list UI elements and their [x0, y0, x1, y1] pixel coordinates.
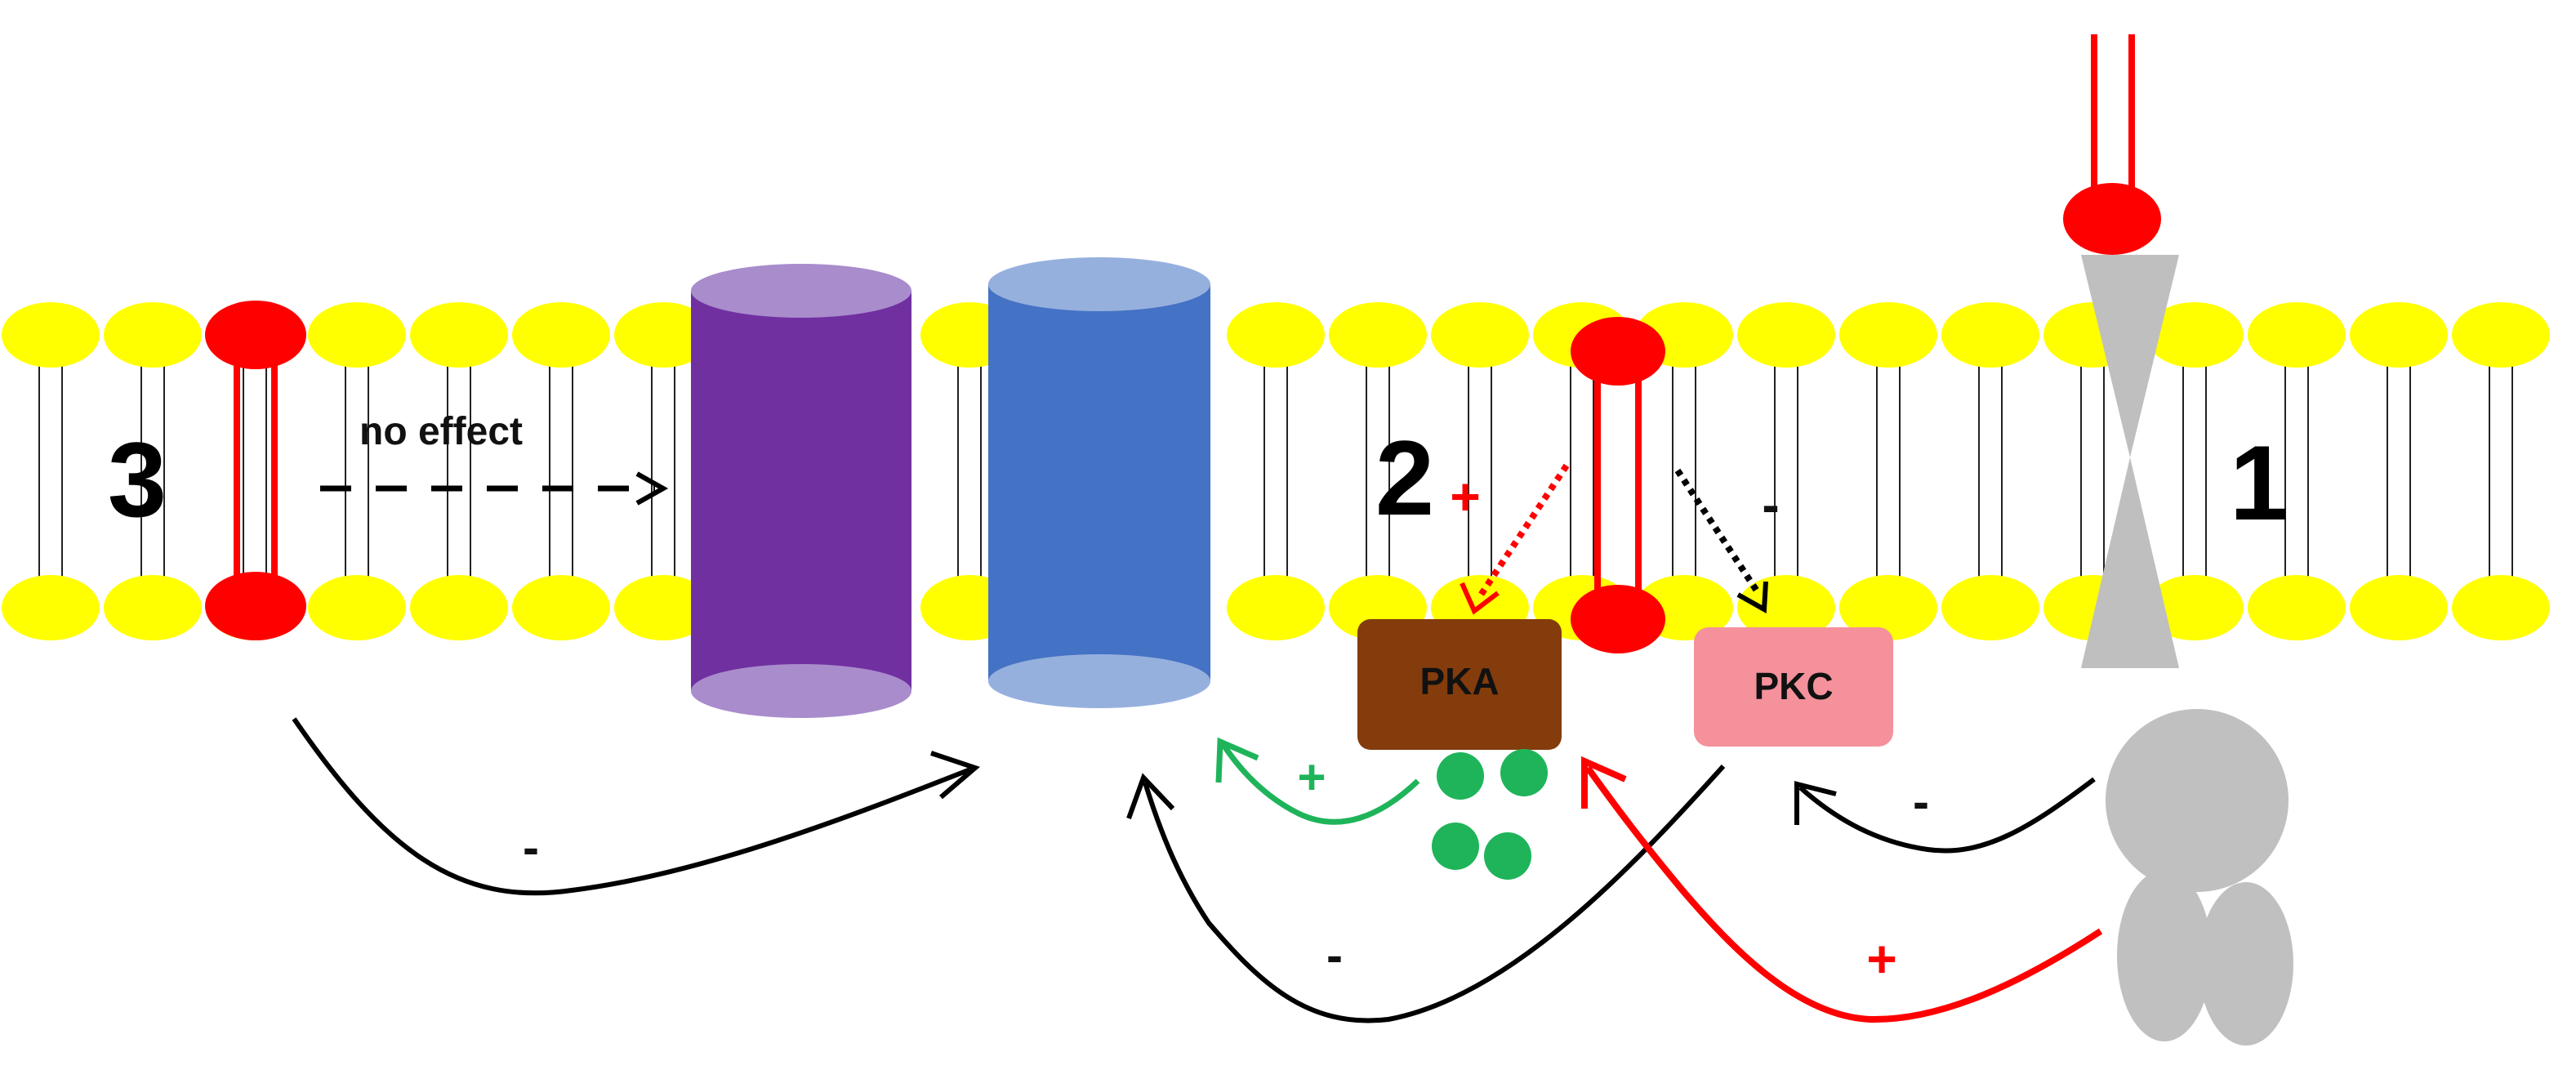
- lipid-head: [410, 575, 508, 640]
- no-effect-label: no effect: [359, 410, 523, 453]
- minus-dotted-label: -: [1762, 475, 1779, 534]
- camp-dots-icon: [1432, 749, 1548, 880]
- lipid-head: [2350, 575, 2448, 640]
- lipid-head: [2248, 302, 2346, 368]
- lipid-head: [614, 575, 712, 640]
- pkc-label: PKC: [1754, 665, 1833, 707]
- plus-dotted-label: +: [1450, 467, 1480, 526]
- lipid-head: [1941, 575, 2039, 640]
- lipid-head: [1839, 302, 1937, 368]
- lipid-head: [410, 302, 508, 368]
- lipid-head: [1431, 302, 1529, 368]
- lipid-head: [2248, 575, 2346, 640]
- lipid-head: [512, 302, 610, 368]
- lipid-head: [2350, 302, 2448, 368]
- label-1: 1: [2230, 423, 2289, 542]
- lipid-head: [2452, 302, 2550, 368]
- minus-dotted-arrow-pkc: [1674, 468, 1768, 613]
- pka-box: PKA: [1357, 619, 1562, 750]
- minus-pkc-arrow-label: -: [1326, 928, 1343, 983]
- no-effect-arrow: [320, 471, 669, 506]
- plus-green-label: +: [1297, 750, 1326, 805]
- lipid-head: [512, 575, 610, 640]
- lipid-head: [1737, 575, 1835, 640]
- lipid-head: [308, 575, 406, 640]
- minus-gprotein-label: -: [1913, 774, 1929, 829]
- inhibit-arrow-pkc-blue: [1143, 764, 1726, 1023]
- lipid-head: [1941, 302, 2039, 368]
- pkc-box: PKC: [1694, 627, 1893, 747]
- minus-r3-label: -: [523, 820, 539, 875]
- inhibit-arrow-gprotein-pkc: [1798, 777, 2096, 854]
- lipid-head: [104, 575, 202, 640]
- blue-channel-icon: [988, 257, 1210, 708]
- lipid-head: [308, 302, 406, 368]
- green-activate-arrow: [1221, 743, 1420, 825]
- lipid-head: [1737, 302, 1835, 368]
- lipid-head: [1227, 302, 1325, 368]
- label-2: 2: [1375, 418, 1434, 537]
- receptor-1-icon: [2063, 34, 2179, 668]
- plus-gprotein-label: +: [1866, 930, 1896, 988]
- lipid-head: [614, 302, 712, 368]
- pka-label: PKA: [1419, 660, 1499, 702]
- lipid-head: [2452, 575, 2550, 640]
- inhibit-arrow-r3-blue: [292, 717, 972, 896]
- lipid-head: [1329, 302, 1427, 368]
- label-3: 3: [108, 420, 167, 539]
- activate-arrow-gprotein-pka: [1584, 765, 2103, 1023]
- lipid-head: [104, 302, 202, 368]
- lipid-head: [1227, 575, 1325, 640]
- lipid-head: [2146, 575, 2244, 640]
- purple-channel-icon: [691, 264, 911, 718]
- plus-dotted-arrow-pka: [1460, 463, 1570, 615]
- lipid-head: [2, 302, 100, 368]
- lipid-bilayer: [2, 302, 2550, 640]
- receptor-3-icon: [205, 301, 306, 640]
- receptor-2-icon: [1571, 317, 1665, 653]
- g-protein-icon: [2106, 709, 2293, 1046]
- lipid-head: [2, 575, 100, 640]
- lipid-head: [1839, 575, 1937, 640]
- lipid-head: [2146, 302, 2244, 368]
